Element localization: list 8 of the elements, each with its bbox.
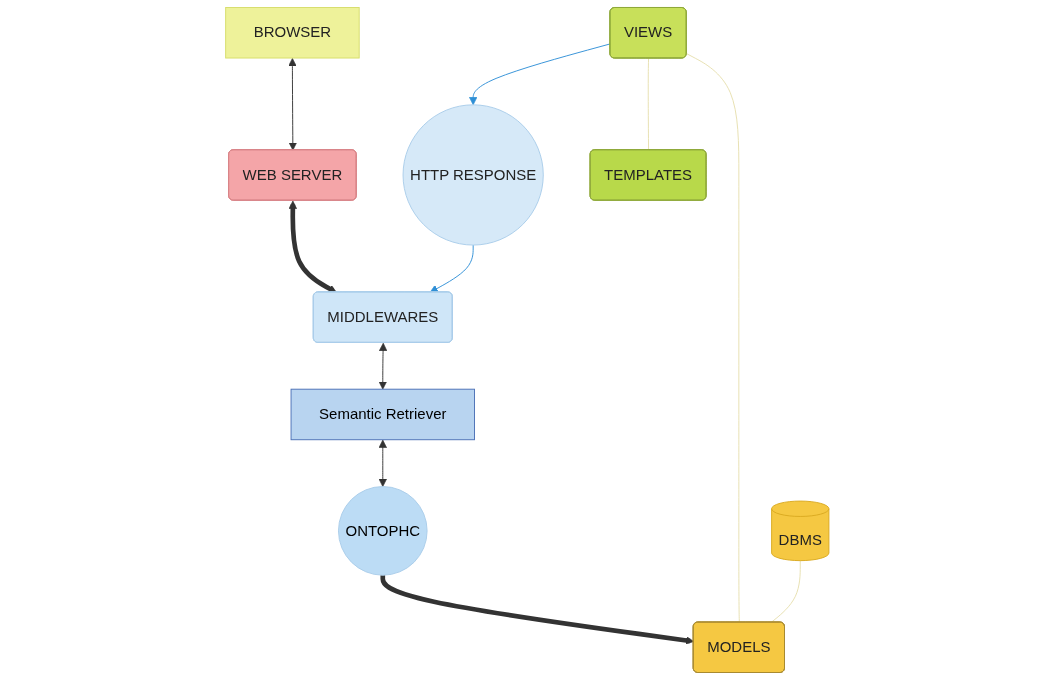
arrow [288, 200, 337, 293]
arrow [380, 575, 695, 645]
node-box: Semantic Retriever [290, 388, 476, 441]
connector [648, 58, 650, 151]
node-circle: HTTP RESPONSE [402, 104, 544, 246]
node-circle: ONTOPHC [338, 486, 428, 576]
connector [686, 53, 740, 623]
node-box: BROWSER [225, 7, 360, 59]
